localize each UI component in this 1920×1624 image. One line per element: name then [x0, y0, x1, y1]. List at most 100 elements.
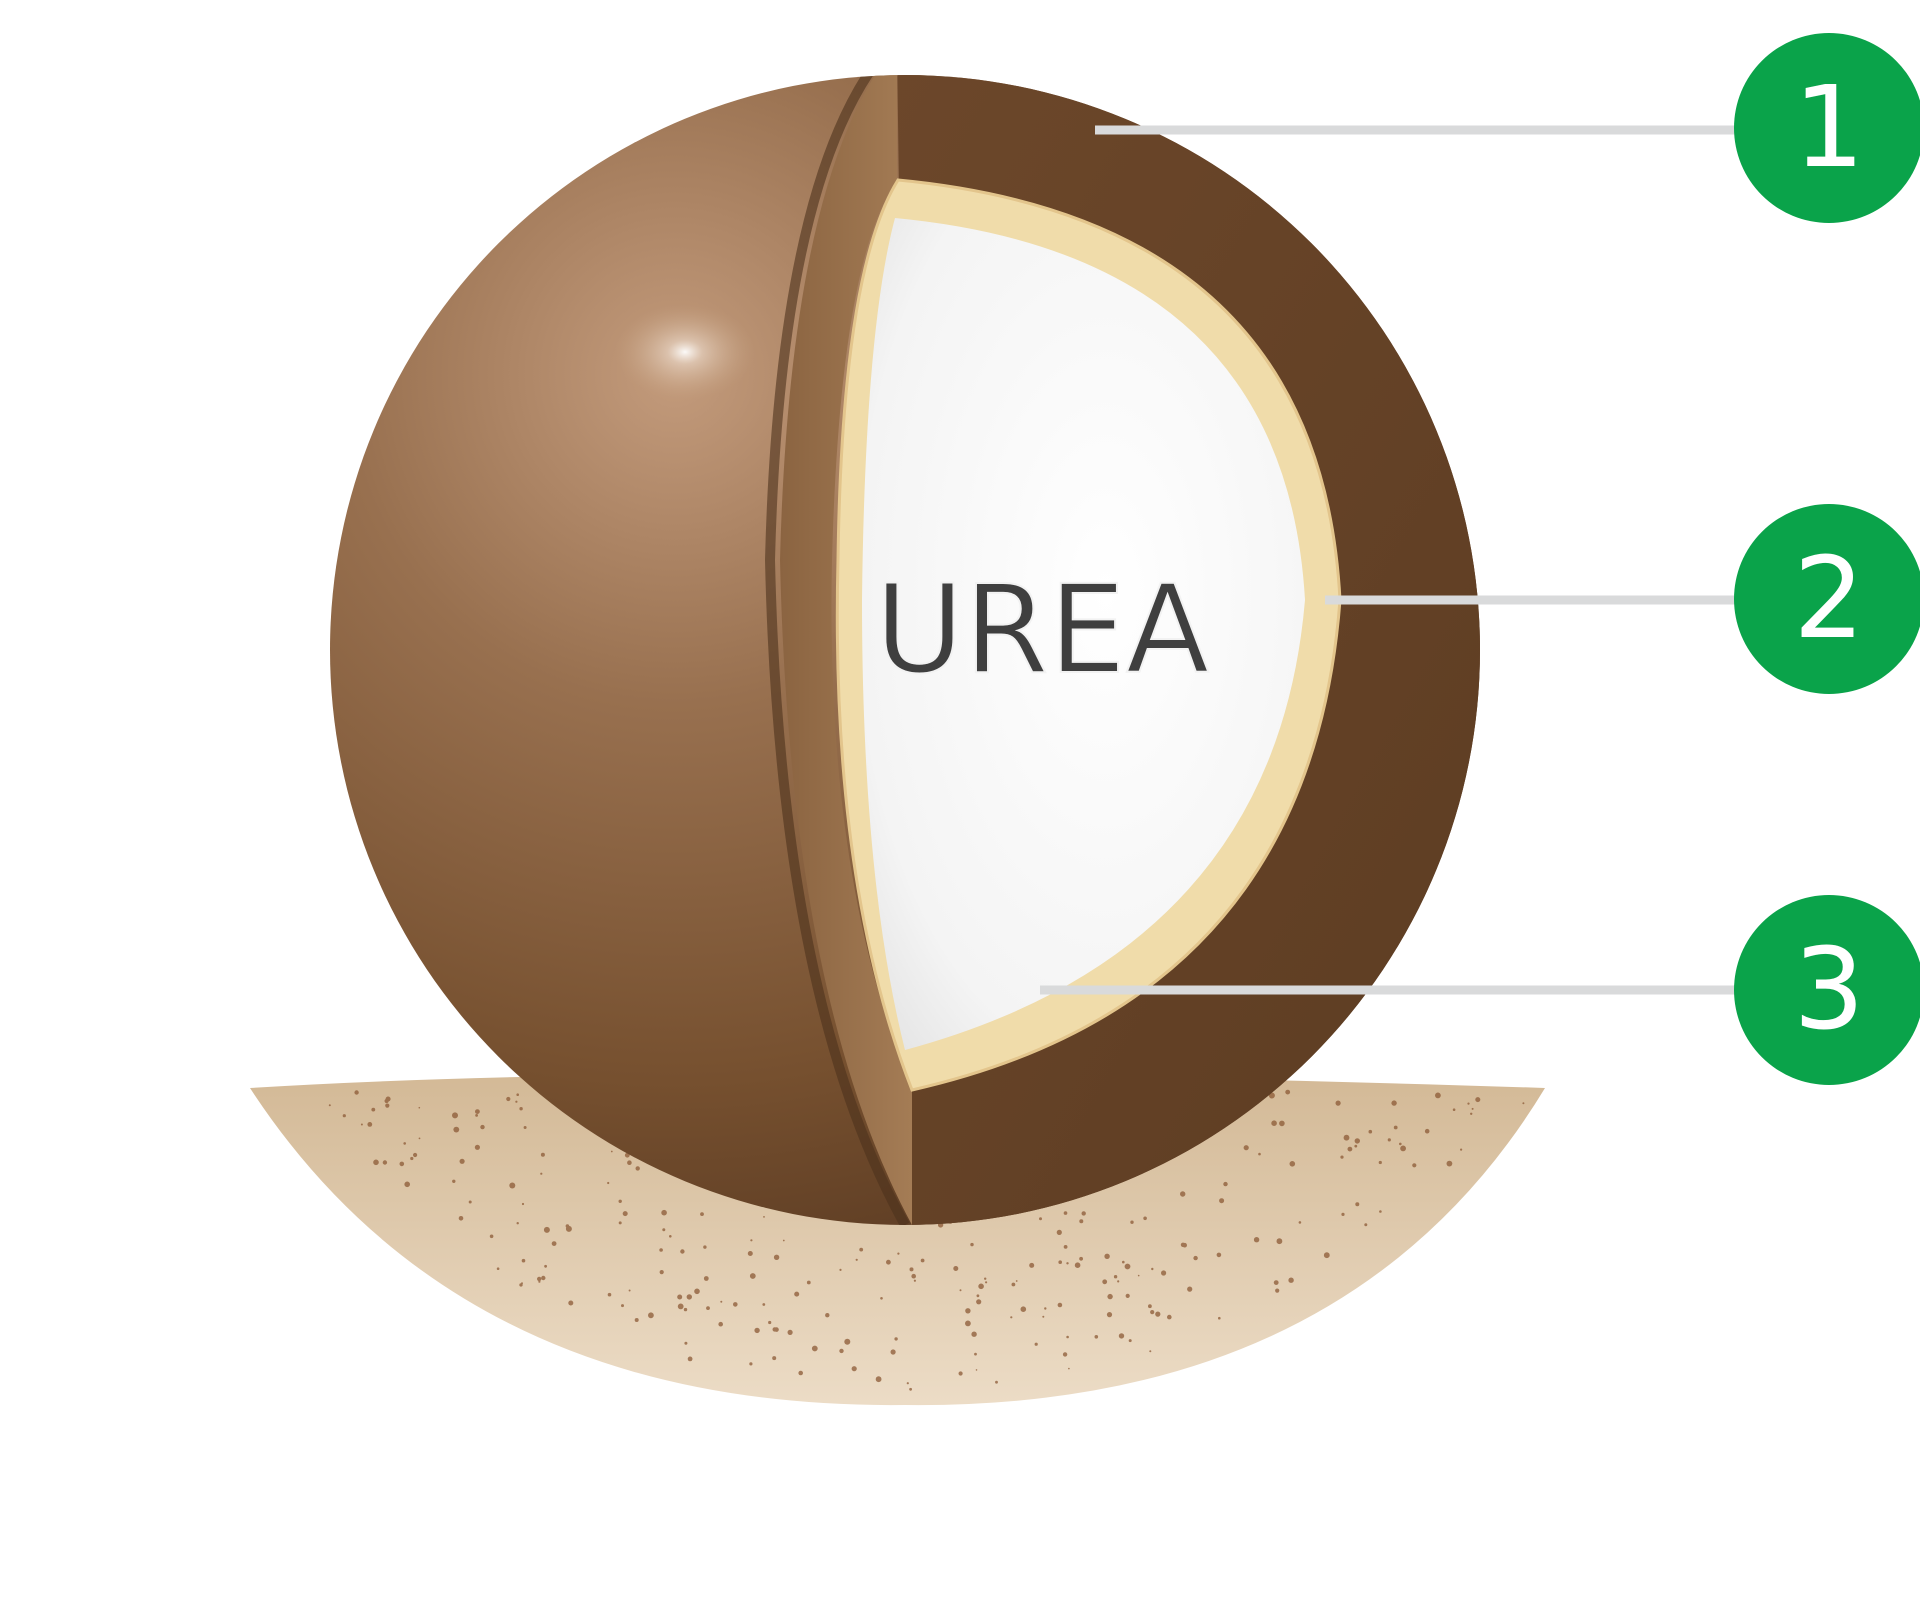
soil-speck — [1273, 1280, 1279, 1285]
soil-speck — [687, 1356, 693, 1362]
soil-speck — [1276, 1238, 1283, 1245]
soil-speck — [607, 1181, 610, 1185]
soil-speck — [1122, 1260, 1125, 1264]
soil-speck — [373, 1159, 379, 1166]
soil-speck — [1399, 1142, 1402, 1146]
soil-speck — [418, 1106, 421, 1109]
soil-speck — [413, 1152, 418, 1158]
soil-speck — [1124, 1263, 1131, 1270]
soil-speck — [354, 1090, 359, 1095]
soil-speck — [965, 1308, 971, 1314]
soil-speck — [404, 1181, 411, 1188]
soil-speck — [661, 1209, 667, 1216]
soil-speck — [1068, 1367, 1070, 1370]
soil-speck — [521, 1282, 523, 1285]
soil-speck — [1355, 1202, 1360, 1207]
soil-speck — [453, 1126, 460, 1133]
soil-speck — [1335, 1100, 1341, 1106]
soil-speck — [489, 1234, 494, 1239]
soil-speck — [509, 1182, 516, 1189]
soil-speck — [703, 1276, 709, 1281]
soil-speck — [1364, 1223, 1368, 1227]
soil-speck — [496, 1267, 500, 1270]
soil-speck — [1102, 1279, 1108, 1285]
soil-speck — [1253, 1237, 1260, 1243]
soil-speck — [1130, 1220, 1134, 1224]
soil-speck — [384, 1098, 389, 1104]
soil-speck — [506, 1096, 511, 1102]
soil-speck — [897, 1252, 900, 1255]
soil-speck — [680, 1249, 685, 1254]
soil-speck — [662, 1228, 666, 1232]
soil-speck — [975, 1369, 978, 1371]
soil-speck — [762, 1303, 766, 1306]
soil-speck — [1223, 1181, 1228, 1187]
soil-speck — [382, 1160, 388, 1165]
soil-speck — [851, 1366, 857, 1372]
sphere-highlight — [615, 304, 755, 400]
soil-speck — [1354, 1144, 1358, 1148]
soil-speck — [906, 1382, 909, 1385]
soil-speck — [565, 1224, 570, 1228]
soil-speck — [1143, 1216, 1147, 1221]
soil-speck — [1216, 1252, 1222, 1258]
soil-speck — [1379, 1210, 1382, 1213]
soil-speck — [1128, 1339, 1132, 1343]
soil-speck — [1347, 1146, 1353, 1152]
soil-speck — [648, 1312, 654, 1319]
soil-speck — [1471, 1107, 1474, 1110]
soil-speck — [1057, 1302, 1063, 1308]
soil-speck — [452, 1179, 456, 1184]
callout-badge-2: 2 — [1734, 504, 1920, 694]
soil-speck — [958, 1371, 963, 1376]
soil-speck — [1285, 1089, 1291, 1095]
soil-speck — [811, 1345, 818, 1352]
soil-speck — [544, 1264, 547, 1268]
soil-speck — [890, 1349, 896, 1355]
soil-speck — [1187, 1286, 1193, 1292]
soil-speck — [328, 1104, 331, 1107]
soil-speck — [909, 1267, 914, 1272]
soil-speck — [410, 1156, 414, 1161]
soil-speck — [540, 1172, 543, 1175]
soil-speck — [622, 1211, 628, 1217]
soil-speck — [1446, 1160, 1453, 1167]
soil-speck — [1341, 1212, 1345, 1216]
soil-speck — [1218, 1316, 1221, 1320]
soil-speck — [754, 1327, 760, 1334]
soil-speck — [1148, 1304, 1152, 1309]
soil-speck — [985, 1281, 988, 1284]
callout-badge-1: 1 — [1734, 33, 1920, 223]
soil-speck — [1387, 1138, 1391, 1142]
soil-speck — [516, 1093, 519, 1096]
soil-speck — [1074, 1262, 1081, 1268]
soil-speck — [1288, 1277, 1294, 1283]
soil-speck — [677, 1294, 683, 1300]
soil-speck — [920, 1258, 925, 1263]
soil-speck — [773, 1254, 780, 1261]
soil-speck — [551, 1241, 557, 1246]
soil-speck — [706, 1306, 710, 1310]
soil-speck — [635, 1166, 640, 1171]
soil-speck — [686, 1294, 692, 1300]
soil-speck — [1079, 1256, 1083, 1261]
soil-speck — [855, 1258, 858, 1261]
soil-speck — [747, 1251, 753, 1256]
soil-speck — [1391, 1100, 1397, 1106]
soil-speck — [995, 1380, 998, 1384]
soil-speck — [1219, 1198, 1225, 1204]
soil-speck — [1475, 1097, 1481, 1103]
soil-speck — [1412, 1163, 1417, 1168]
soil-speck — [1094, 1335, 1099, 1339]
soil-speck — [976, 1294, 980, 1298]
soil-speck — [1343, 1134, 1350, 1141]
soil-speck — [1044, 1307, 1047, 1310]
soil-speck — [628, 1289, 631, 1292]
soil-speck — [516, 1222, 519, 1225]
soil-speck — [1378, 1160, 1382, 1165]
soil-speck — [749, 1362, 753, 1366]
soil-speck — [1011, 1282, 1016, 1287]
soil-speck — [894, 1337, 898, 1341]
soil-speck — [458, 1216, 464, 1221]
